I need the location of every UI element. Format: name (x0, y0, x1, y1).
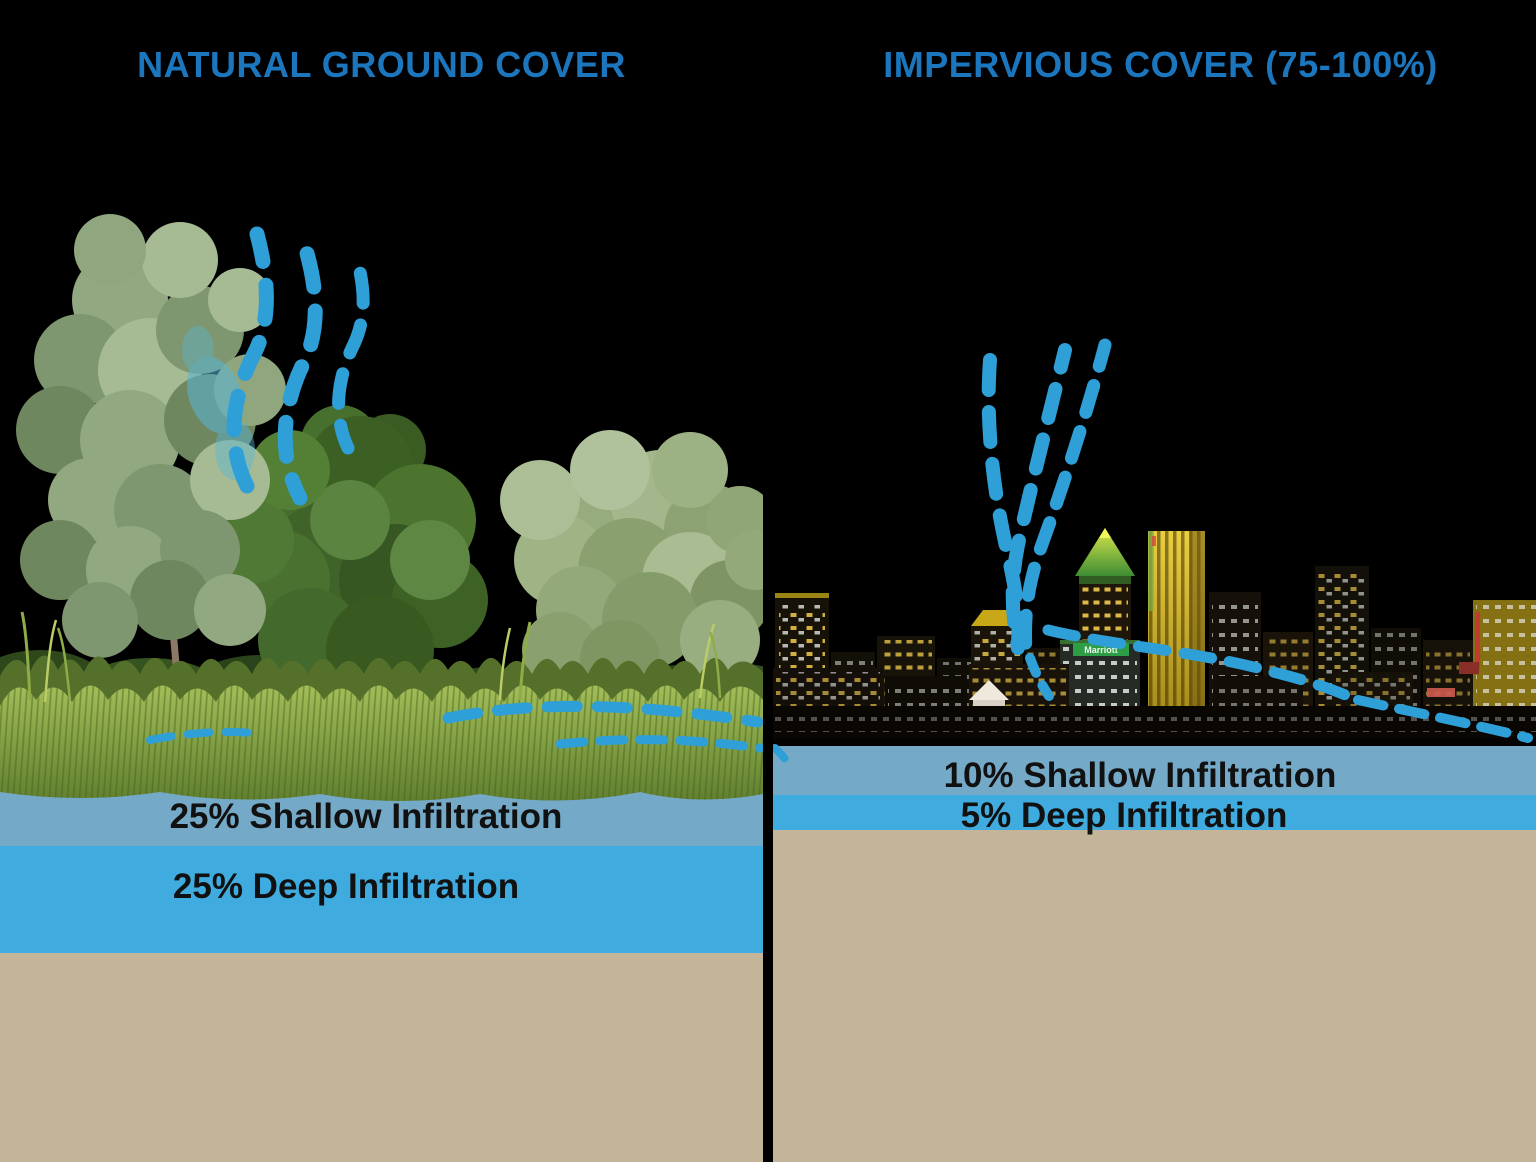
city-skyline: Marriott (773, 528, 1536, 746)
evaporation-arrows-icon (981, 338, 1112, 701)
right-panel-title: IMPERVIOUS COVER (75-100%) (883, 44, 1438, 85)
tall-tree (16, 214, 286, 773)
left-soil-band (0, 953, 763, 1162)
right-shallow-infiltration-band (773, 743, 1536, 795)
panel-divider (763, 0, 773, 1162)
bushes (0, 650, 763, 745)
left-shallow-label: 25% Shallow Infiltration (169, 797, 563, 836)
right-deep-label: 5% Deep Infiltration (960, 796, 1288, 835)
shallow-flow-dashes-icon (146, 700, 763, 753)
dense-tree (206, 405, 488, 772)
right-shallow-label: 10% Shallow Infiltration (943, 756, 1337, 795)
evapotranspiration-arrows-icon (226, 226, 370, 506)
right-deep-infiltration-band (773, 795, 1536, 830)
right-soil-band (773, 830, 1536, 1162)
left-panel-title: NATURAL GROUND COVER (137, 44, 626, 85)
sage-tree-group (500, 430, 763, 771)
left-deep-infiltration-band (0, 846, 763, 953)
skyline-sign: Marriott (1084, 645, 1118, 655)
left-deep-label: 25% Deep Infiltration (172, 867, 520, 906)
canopy-mist (182, 326, 255, 480)
